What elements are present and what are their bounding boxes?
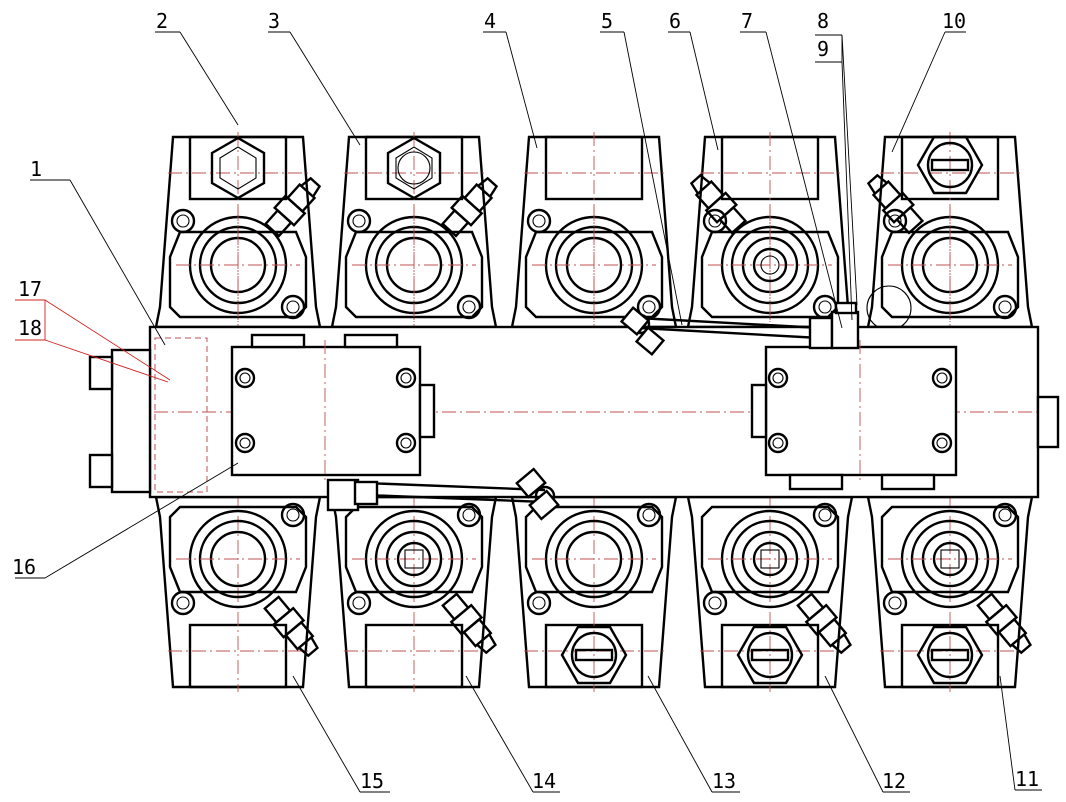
callout-10: 10 — [942, 9, 966, 33]
callout-8: 8 — [817, 9, 829, 33]
callout-labels: 1 2 3 4 5 6 7 8 9 10 11 12 13 14 15 16 1… — [12, 9, 1039, 793]
callout-1: 1 — [30, 157, 42, 181]
callout-7: 7 — [741, 9, 753, 33]
callout-3: 3 — [268, 9, 280, 33]
callout-17: 17 — [18, 277, 42, 301]
bottom-valve-body-11 — [866, 490, 1034, 694]
bottom-valve-body-12 — [686, 490, 854, 694]
callout-13: 13 — [712, 769, 736, 793]
top-valve-body-5 — [866, 130, 1034, 334]
top-fitting-5 — [862, 169, 927, 237]
top-valve-body-4 — [686, 130, 854, 334]
callout-2: 2 — [156, 9, 168, 33]
bottom-valve-body-13 — [510, 490, 678, 694]
callout-14: 14 — [532, 769, 556, 793]
callout-5: 5 — [601, 9, 613, 33]
callout-6: 6 — [669, 9, 681, 33]
top-fitting-2 — [438, 172, 503, 240]
callout-15: 15 — [360, 769, 384, 793]
top-valve-body-1 — [154, 130, 322, 334]
callout-18: 18 — [18, 316, 42, 340]
callout-12: 12 — [882, 769, 906, 793]
connecting-tube-upper — [619, 301, 860, 357]
callout-9: 9 — [817, 37, 829, 61]
top-valve-body-2 — [330, 130, 498, 334]
callout-11: 11 — [1015, 767, 1039, 791]
bottom-fitting-15 — [260, 593, 325, 662]
cover-plate-right — [750, 340, 958, 491]
leader-lines — [15, 31, 1042, 793]
callout-4: 4 — [484, 9, 496, 33]
connecting-tube-lower — [326, 467, 560, 521]
bottom-valve-body-14 — [330, 490, 498, 694]
top-fitting-1 — [261, 172, 326, 240]
bottom-valve-body-15 — [154, 490, 322, 694]
top-fitting-4 — [685, 169, 750, 237]
top-valve-body-3 — [510, 130, 678, 334]
cover-plate-left — [230, 333, 436, 480]
callout-16: 16 — [12, 555, 36, 579]
